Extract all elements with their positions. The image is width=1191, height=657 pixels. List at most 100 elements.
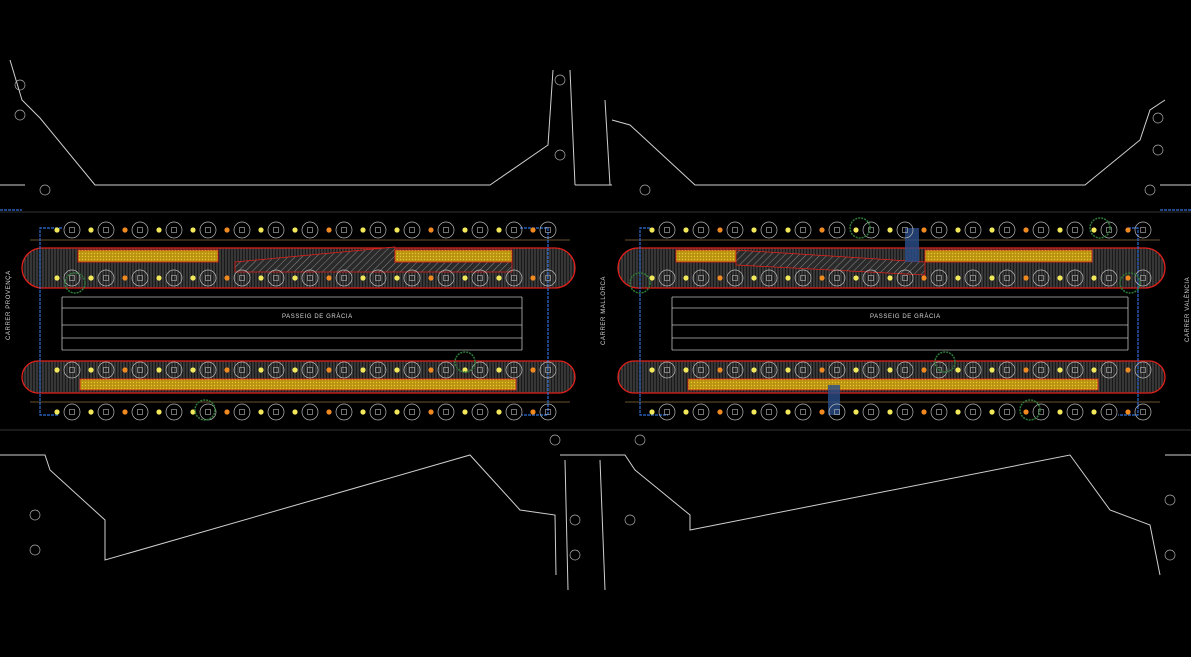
- lamp-post: [649, 367, 655, 373]
- tree-grate: [868, 367, 874, 373]
- tree-grate: [137, 275, 143, 281]
- manhole: [29, 544, 41, 556]
- tree-grate: [766, 227, 772, 233]
- tree-grate: [273, 275, 279, 281]
- tree-grate: [137, 227, 143, 233]
- tree-pit: [199, 269, 217, 287]
- tree-grate: [732, 409, 738, 415]
- lamp-post: [496, 275, 502, 281]
- tree-grate: [1140, 367, 1146, 373]
- lamp-post: [1125, 227, 1131, 233]
- lamp-post: [921, 409, 927, 415]
- tree-grate: [1038, 275, 1044, 281]
- lamp-post: [292, 409, 298, 415]
- tree-pit: [794, 221, 812, 239]
- tree-grate: [103, 227, 109, 233]
- tree-grate: [936, 275, 942, 281]
- lamp-post: [496, 409, 502, 415]
- tree-pit: [998, 221, 1016, 239]
- lamp-post: [394, 367, 400, 373]
- tree-pit: [1134, 269, 1152, 287]
- tree-grate: [375, 275, 381, 281]
- tree-grate: [936, 367, 942, 373]
- lamp-post: [921, 227, 927, 233]
- tree-grate: [545, 409, 551, 415]
- tree-grate: [902, 227, 908, 233]
- tree-grate: [868, 409, 874, 415]
- tree-pit: [505, 403, 523, 421]
- tree-grate: [766, 409, 772, 415]
- tree-pit: [165, 361, 183, 379]
- tree-grate: [800, 367, 806, 373]
- tree-pit: [63, 269, 81, 287]
- tree-pit: [1100, 221, 1118, 239]
- tree-grate: [443, 409, 449, 415]
- manhole: [14, 109, 26, 121]
- tree-grate: [409, 275, 415, 281]
- tree-grate: [103, 409, 109, 415]
- tree-grate: [239, 367, 245, 373]
- tree-grate: [936, 227, 942, 233]
- tree-grate: [1072, 367, 1078, 373]
- tree-grate: [409, 367, 415, 373]
- tree-grate: [273, 227, 279, 233]
- lamp-post: [496, 227, 502, 233]
- manhole: [634, 434, 646, 446]
- tree-grate: [341, 275, 347, 281]
- tree-pit: [658, 221, 676, 239]
- lamp-post: [258, 275, 264, 281]
- lamp-post: [955, 227, 961, 233]
- lamp-post: [819, 275, 825, 281]
- tree-grate: [205, 367, 211, 373]
- lamp-post: [258, 367, 264, 373]
- tree-grate: [698, 275, 704, 281]
- lamp-post: [819, 227, 825, 233]
- lamp-post: [156, 367, 162, 373]
- tree-pit: [862, 361, 880, 379]
- lamp-post: [785, 409, 791, 415]
- tree-pit: [301, 403, 319, 421]
- tree-pit: [165, 403, 183, 421]
- tree-grate: [477, 409, 483, 415]
- tree-pit: [403, 403, 421, 421]
- tree: [934, 351, 956, 373]
- lamp-post: [54, 367, 60, 373]
- tree-grate: [69, 409, 75, 415]
- lamp-post: [955, 367, 961, 373]
- tree-pit: [233, 221, 251, 239]
- tree-pit: [437, 221, 455, 239]
- crossing-area: [828, 385, 840, 415]
- tree-grate: [307, 275, 313, 281]
- curb-line: [569, 69, 576, 186]
- lamp-post: [649, 227, 655, 233]
- manhole: [549, 434, 561, 446]
- label-street-left: CARRER PROVENÇA: [6, 270, 12, 340]
- lamp-post: [462, 409, 468, 415]
- lamp-post: [326, 275, 332, 281]
- tree-grate: [171, 275, 177, 281]
- tree-grate: [511, 227, 517, 233]
- tree-grate: [307, 367, 313, 373]
- tree-pit: [1100, 269, 1118, 287]
- tree: [1019, 399, 1041, 421]
- tree-pit: [862, 221, 880, 239]
- tree-pit: [505, 221, 523, 239]
- tree-pit: [471, 361, 489, 379]
- lamp-post: [785, 367, 791, 373]
- lamp-post: [394, 275, 400, 281]
- tree-pit: [998, 403, 1016, 421]
- tree-grate: [137, 409, 143, 415]
- tree-grate: [443, 227, 449, 233]
- lamp-post: [649, 275, 655, 281]
- lamp-post: [360, 367, 366, 373]
- tree-grate: [800, 409, 806, 415]
- tree-pit: [964, 403, 982, 421]
- lamp-post: [921, 275, 927, 281]
- tree-pit: [828, 221, 846, 239]
- lamp-post: [530, 367, 536, 373]
- tree-grate: [511, 367, 517, 373]
- tree-grate: [69, 275, 75, 281]
- lamp-post: [462, 275, 468, 281]
- block-outline-bottom-left: [0, 454, 557, 576]
- tree-pit: [692, 221, 710, 239]
